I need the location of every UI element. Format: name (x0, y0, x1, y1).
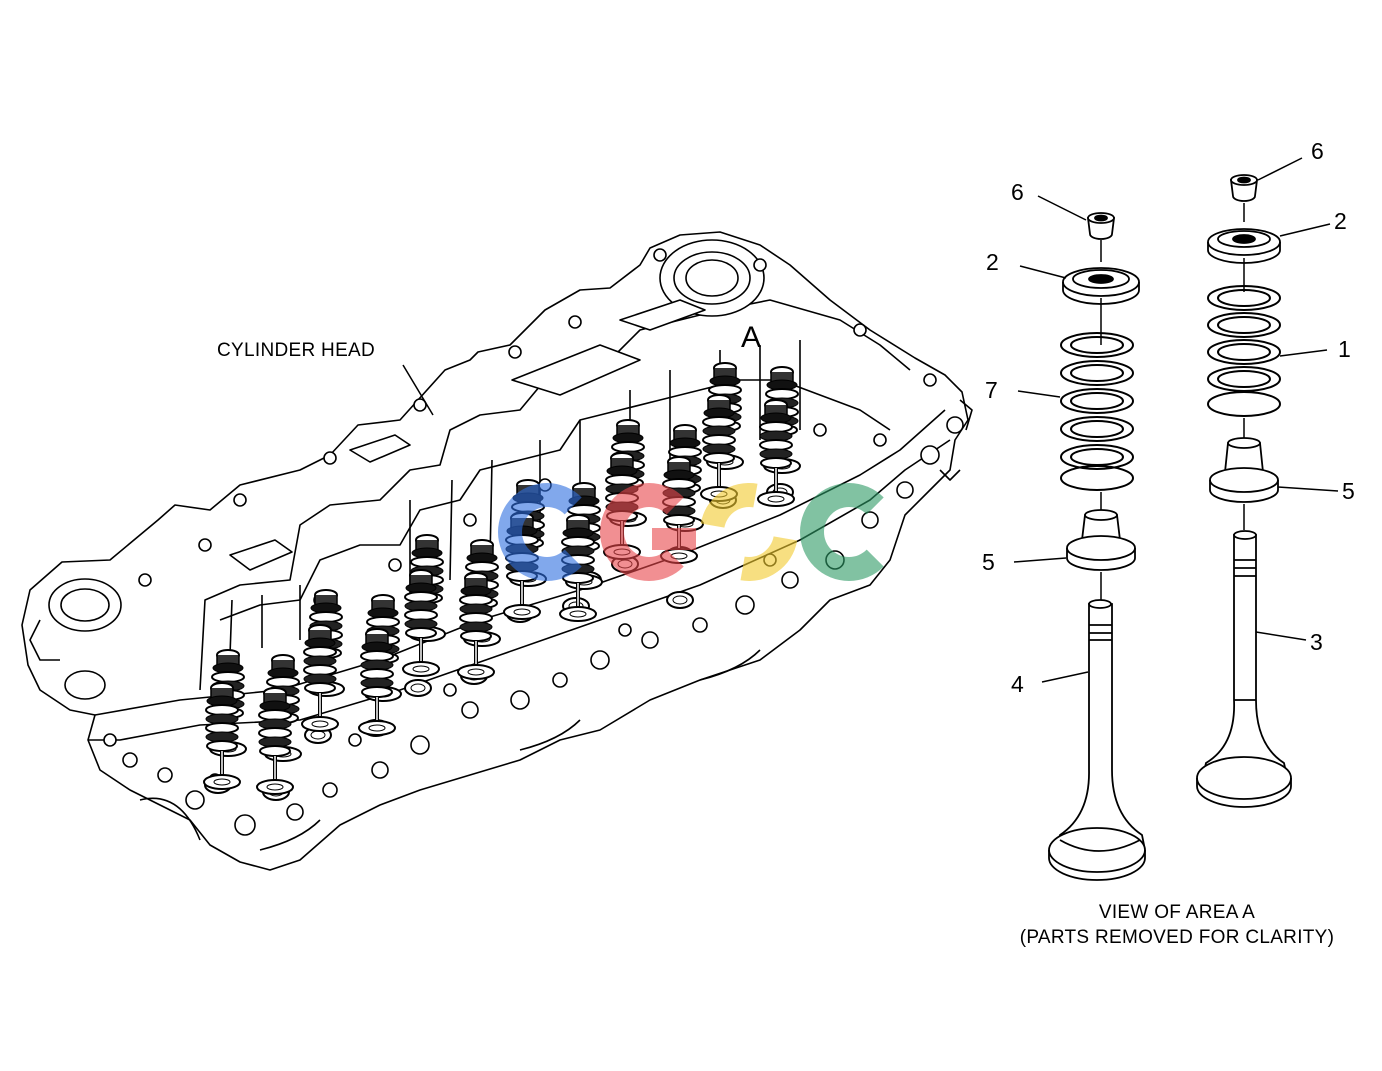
callout-right-2: 2 (1334, 208, 1347, 234)
view-caption-line2: (PARTS REMOVED FOR CLARITY) (1019, 927, 1335, 948)
callout-left-2: 2 (986, 249, 999, 275)
view-caption-line1: VIEW OF AREA A (1098, 902, 1256, 923)
callout-left-5: 5 (982, 549, 995, 575)
exploded-stack-left (1048, 212, 1146, 881)
callout-left-4: 4 (1011, 671, 1024, 697)
cylinder-head-leader (402, 364, 434, 416)
callout-right-1: 1 (1338, 336, 1351, 362)
cylinder-head-label: CYLINDER HEAD (217, 340, 376, 361)
watermark-g-red-bar (652, 528, 696, 550)
callout-leaders (1013, 157, 1339, 683)
area-a-label: A (741, 321, 762, 354)
callout-right-3: 3 (1310, 629, 1323, 655)
watermark-c-blue (498, 483, 596, 581)
exploded-stack-right (1196, 174, 1292, 808)
callout-right-6: 6 (1311, 138, 1324, 164)
callout-left-7: 7 (985, 377, 998, 403)
watermark-c-green (800, 483, 898, 581)
callout-left-6: 6 (1011, 179, 1024, 205)
callout-right-5: 5 (1342, 478, 1355, 504)
